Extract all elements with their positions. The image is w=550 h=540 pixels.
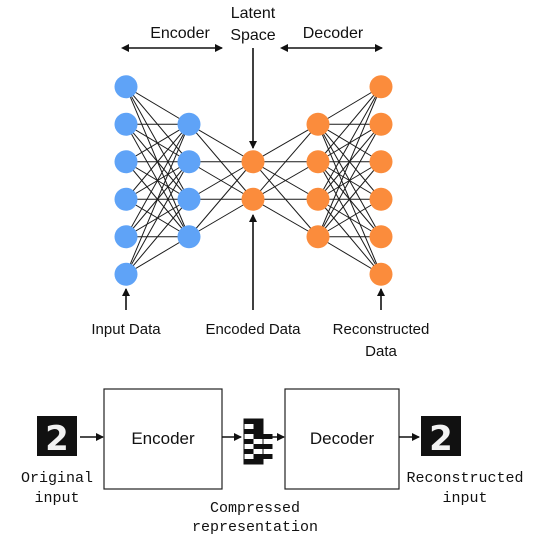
reconstructed-data-label-line2: Data (365, 343, 397, 360)
neuron-node (114, 187, 138, 211)
code-cell (244, 439, 254, 444)
reconstructed-input-label-line2: input (442, 490, 487, 507)
code-cell (244, 429, 263, 434)
neuron-node (369, 150, 393, 174)
decoder-box-label: Decoder (310, 429, 375, 448)
code-cell (244, 449, 254, 454)
neuron-node (177, 225, 201, 249)
connection-line (125, 124, 190, 275)
neuron-node (241, 187, 265, 211)
latent-label-line2: Space (230, 27, 275, 44)
connection-line (188, 161, 254, 238)
svg-text:2: 2 (45, 419, 69, 459)
network-neurons (114, 75, 393, 286)
original-input-label-line1: Original (21, 470, 93, 487)
decoder-box (284, 388, 400, 490)
connection-line (125, 124, 190, 237)
encoder-box (103, 388, 223, 490)
connection-line (317, 236, 382, 275)
code-cell (253, 454, 273, 459)
connection-line (125, 123, 190, 200)
neuron-node (114, 75, 138, 99)
neuron-node (177, 112, 201, 136)
code-cell (253, 444, 273, 449)
connection-line (188, 123, 254, 163)
neuron-node (306, 225, 330, 249)
connection-line (252, 123, 319, 200)
neuron-node (241, 150, 265, 174)
connection-line (317, 86, 382, 163)
reconstructed-digit-image: 2 (421, 416, 461, 459)
compressed-label-line2: representation (192, 519, 318, 536)
neuron-node (306, 150, 330, 174)
neuron-node (306, 187, 330, 211)
decoder-label: Decoder (303, 25, 364, 42)
connection-line (125, 123, 190, 163)
connection-line (317, 161, 382, 238)
connection-line (317, 86, 382, 237)
code-cell (244, 459, 263, 464)
neuron-node (369, 75, 393, 99)
connection-line (188, 198, 254, 238)
connection-line (252, 198, 319, 238)
svg-text:2: 2 (429, 419, 453, 459)
neuron-node (369, 187, 393, 211)
compressed-code-image (243, 418, 273, 465)
encoder-label: Encoder (150, 25, 210, 42)
connection-line (125, 236, 190, 275)
connection-line (125, 86, 190, 125)
encoder-box-label: Encoder (131, 429, 195, 448)
code-cell (253, 424, 263, 429)
connection-line (188, 161, 254, 200)
connection-line (317, 86, 382, 200)
connection-line (317, 86, 382, 125)
connection-line (317, 198, 382, 238)
reconstructed-data-label-line1: Reconstructed (333, 321, 430, 338)
connection-line (125, 161, 190, 275)
neuron-node (369, 262, 393, 286)
latent-label-line1: Latent (231, 5, 276, 22)
neuron-node (177, 150, 201, 174)
input-data-label: Input Data (91, 321, 161, 338)
connection-line (252, 161, 319, 200)
neuron-node (114, 225, 138, 249)
neuron-node (369, 112, 393, 136)
original-digit-image: 2 (37, 416, 77, 459)
code-cell (253, 434, 273, 439)
reconstructed-input-label-line1: Reconstructed (406, 470, 523, 487)
encoded-data-label: Encoded Data (205, 321, 301, 338)
connection-line (317, 124, 382, 237)
neuron-node (114, 112, 138, 136)
neuron-node (114, 262, 138, 286)
neuron-node (114, 150, 138, 174)
connection-line (252, 123, 319, 163)
original-input-label-line2: input (34, 490, 79, 507)
connection-line (125, 198, 190, 275)
neuron-node (306, 112, 330, 136)
neuron-node (369, 225, 393, 249)
code-cell (244, 419, 263, 424)
neuron-node (177, 187, 201, 211)
compressed-label-line1: Compressed (210, 500, 300, 517)
